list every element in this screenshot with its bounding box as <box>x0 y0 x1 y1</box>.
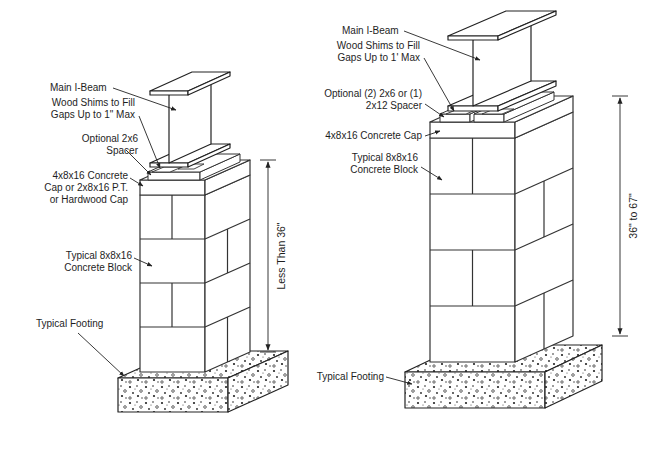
leader-lines <box>78 31 480 384</box>
right-block-column-shape <box>543 181 544 237</box>
left-cap-shape <box>140 180 205 195</box>
part-label: Typical Footing <box>36 318 126 330</box>
right-block-column <box>430 112 573 362</box>
part-label: Wood Shims to Fill Gaps Up to 1" Max <box>40 97 135 121</box>
dimension-lines-shape <box>612 336 628 337</box>
dimension-lines <box>260 96 628 352</box>
left-spacer-shape <box>148 172 200 180</box>
left-i-beam <box>150 72 230 167</box>
part-label: Typical Footing <box>300 371 384 383</box>
part-label: Main I-Beam <box>50 82 130 94</box>
right-i-beam <box>448 11 556 111</box>
part-label: 4x8x16 Concrete Cap <box>318 130 422 142</box>
part-label: Optional 2x6 Spacer <box>70 133 138 157</box>
leader-lines-shape <box>424 58 454 111</box>
left-footing-shape <box>228 351 288 412</box>
dimension-lines-shape <box>260 160 276 161</box>
dimension-lines-shape <box>260 352 276 353</box>
leader-lines-shape <box>425 131 440 136</box>
right-block-column-shape <box>515 112 573 362</box>
dimension-lines-shape <box>268 162 269 350</box>
part-label: Optional (2) 2x6 or (1) 2x12 Spacer <box>318 88 422 112</box>
left-block-column-shape <box>171 195 172 239</box>
left-footing-shape <box>118 378 228 412</box>
part-label: Main I-Beam <box>342 25 422 37</box>
leader-lines-shape <box>78 333 124 376</box>
leader-lines-shape <box>134 258 152 266</box>
right-block-column-shape <box>543 293 544 349</box>
left-block-column-shape <box>227 229 228 273</box>
right-footing-shape <box>545 345 602 408</box>
leader-lines-shape <box>386 377 412 384</box>
leader-lines-shape <box>425 104 444 117</box>
right-block-column-shape <box>472 250 473 306</box>
leader-lines-shape <box>130 178 143 186</box>
dimension-label: Less Than 36" <box>275 219 287 292</box>
left-block-column-shape <box>205 175 250 372</box>
right-cap-shape <box>430 122 515 138</box>
part-label: Typical 8x8x16 Concrete Block <box>58 250 132 274</box>
right-i-beam-shape <box>448 106 498 111</box>
right-spacers-shape <box>440 114 470 122</box>
part-label: 4x8x16 Concrete Cap or 2x8x16 P.T. or Ha… <box>40 170 128 206</box>
right-i-beam-shape <box>498 11 556 40</box>
left-shims-shape <box>152 167 182 172</box>
part-label: Wood Shims to Fill Gaps Up to 1' Max <box>320 40 420 64</box>
right-i-beam-shape <box>448 36 498 40</box>
left-i-beam-shape <box>150 91 188 95</box>
left-block-column-shape <box>171 283 172 327</box>
dimension-label: 36" to 67" <box>627 190 639 241</box>
right-block-column-shape <box>430 138 515 362</box>
dimension-lines-shape <box>620 98 621 334</box>
left-block-column-shape <box>140 195 205 372</box>
part-label: Typical 8x8x16 Concrete Block <box>340 152 418 176</box>
left-block-column-shape <box>227 317 228 362</box>
right-spacers-shape <box>474 114 504 122</box>
right-i-beam-shape <box>448 11 556 36</box>
right-footing-shape <box>405 372 545 408</box>
right-block-column-shape <box>472 138 473 194</box>
left-i-beam-shape <box>188 72 230 95</box>
left-block-column <box>140 175 250 372</box>
leader-lines-shape <box>139 116 160 168</box>
dimension-lines-shape <box>612 96 628 97</box>
leader-lines-shape <box>421 167 442 180</box>
